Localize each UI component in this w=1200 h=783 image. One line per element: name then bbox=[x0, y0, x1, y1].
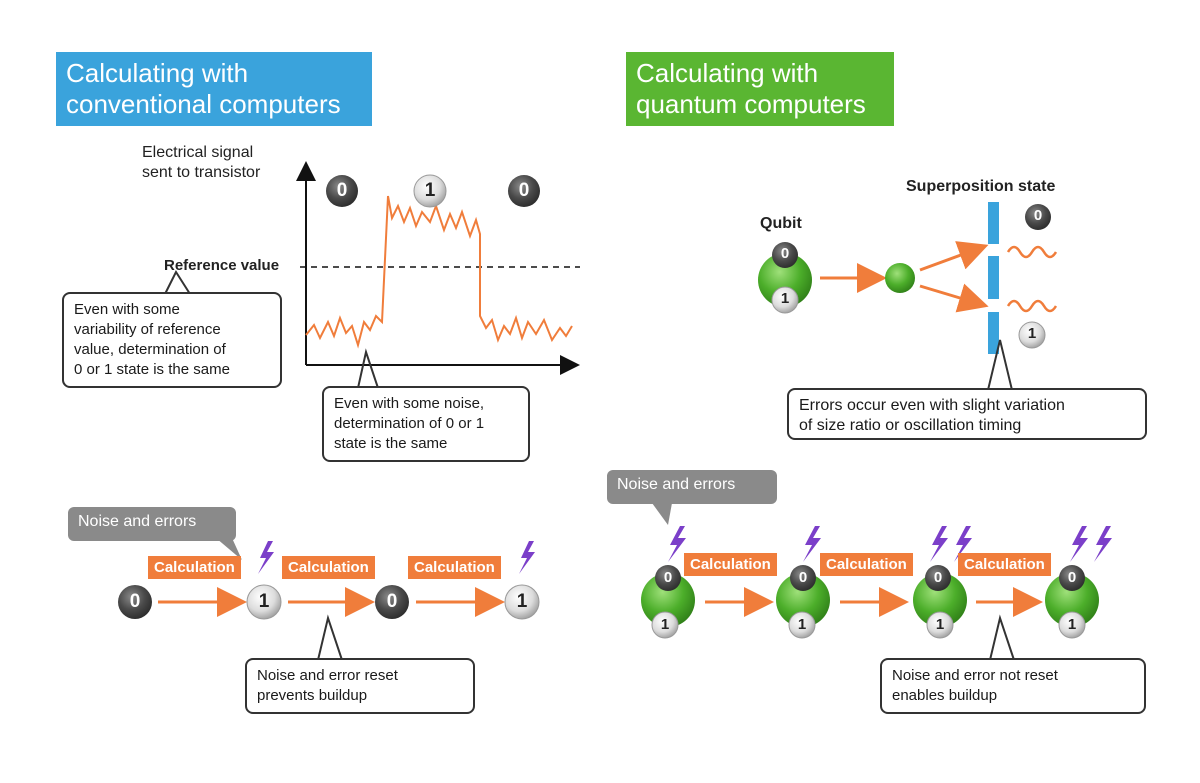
callout-noise-line3: state is the same bbox=[334, 435, 448, 452]
lightning-icon bbox=[803, 526, 821, 562]
superposition-title: Superposition state bbox=[906, 178, 1056, 195]
callout-reference: Even with some variability of reference … bbox=[62, 292, 282, 388]
chain-qubit-4-1: 1 bbox=[1067, 616, 1077, 633]
qubit-bit-1-label: 1 bbox=[780, 290, 790, 307]
chain-qubit-1-1: 1 bbox=[660, 616, 670, 633]
lightning-icon bbox=[1094, 526, 1112, 562]
quantum-header-line2: quantum computers bbox=[636, 89, 866, 119]
chain-qubit-4 bbox=[1045, 565, 1099, 639]
y-axis-label-line1: Electrical signal bbox=[142, 144, 254, 161]
top-bit-1 bbox=[413, 174, 447, 208]
top-bit-0a bbox=[326, 175, 358, 207]
callout-errors-line1: Errors occur even with slight variation bbox=[799, 397, 1065, 414]
chain-bit-1a bbox=[246, 584, 282, 620]
top-bit-0b-label: 0 bbox=[518, 180, 530, 201]
callout-noise-line1: Even with some noise, bbox=[334, 395, 485, 412]
chain-bit-0a-label: 0 bbox=[129, 591, 141, 612]
noise-errors-tag-right: Noise and errors bbox=[607, 470, 777, 504]
signal-waveform bbox=[305, 195, 573, 349]
chain-qubit-4-0: 0 bbox=[1067, 569, 1077, 586]
sup-bit-1 bbox=[1018, 321, 1046, 349]
top-bit-0b bbox=[508, 175, 540, 207]
quantum-header-line1: Calculating with bbox=[636, 58, 819, 88]
callout-errors-line2: of size ratio or oscillation timing bbox=[799, 417, 1022, 434]
callout-reference-line3: value, determination of bbox=[74, 341, 226, 358]
noise-errors-tag-left: Noise and errors bbox=[68, 507, 236, 541]
barrier-mid bbox=[988, 256, 999, 299]
chain-bit-1b bbox=[504, 584, 540, 620]
chain-qubit-2 bbox=[776, 565, 830, 639]
callout-noise-line2: determination of 0 or 1 bbox=[334, 415, 485, 432]
lightning-icon bbox=[668, 526, 686, 562]
chain-qubit-2-0: 0 bbox=[798, 569, 808, 586]
top-bit-1-label: 1 bbox=[424, 180, 436, 201]
reference-value-label: Reference value bbox=[164, 257, 280, 274]
y-axis-label: Electrical signal sent to transistor bbox=[142, 143, 260, 183]
conventional-header-line1: Calculating with bbox=[66, 58, 249, 88]
lightning-icon bbox=[519, 541, 535, 574]
calculation-label: Calculation bbox=[820, 553, 913, 576]
calculation-label: Calculation bbox=[684, 553, 777, 576]
chain-qubit-1 bbox=[641, 565, 695, 639]
conventional-header-line2: conventional computers bbox=[66, 89, 341, 119]
callout-errors: Errors occur even with slight variation … bbox=[787, 388, 1147, 440]
calculation-label: Calculation bbox=[958, 553, 1051, 576]
calculation-label: Calculation bbox=[148, 556, 241, 579]
lightning-icon bbox=[930, 526, 948, 562]
qubit-sphere bbox=[758, 242, 812, 314]
callout-reset: Noise and error reset prevents buildup bbox=[245, 658, 475, 714]
sup-bit-0-label: 0 bbox=[1033, 207, 1043, 224]
callout-buildup: Noise and error not reset enables buildu… bbox=[880, 658, 1146, 714]
chain-bit-0b-label: 0 bbox=[386, 591, 398, 612]
chain-qubit-2-1: 1 bbox=[797, 616, 807, 633]
chain-bit-0a bbox=[118, 585, 152, 619]
top-bit-0a-label: 0 bbox=[336, 180, 348, 201]
conventional-header: Calculating with conventional computers bbox=[56, 52, 372, 126]
callout-buildup-line1: Noise and error not reset bbox=[892, 667, 1058, 684]
chain-qubit-1-0: 0 bbox=[663, 569, 673, 586]
qubit-bit-0-label: 0 bbox=[780, 245, 790, 262]
chain-bit-1a-label: 1 bbox=[258, 591, 270, 612]
callout-noise-pointer bbox=[357, 348, 379, 389]
chain-bit-1b-label: 1 bbox=[516, 591, 528, 612]
callout-reference-line4: 0 or 1 state is the same bbox=[74, 361, 230, 378]
callout-reset-line1: Noise and error reset bbox=[257, 667, 398, 684]
sup-bit-1-label: 1 bbox=[1027, 325, 1037, 342]
barrier-top bbox=[988, 202, 999, 244]
callout-noise: Even with some noise, determination of 0… bbox=[322, 386, 530, 462]
chain-qubit-3-1: 1 bbox=[935, 616, 945, 633]
chain-bit-0b bbox=[375, 585, 409, 619]
y-axis-label-line2: sent to transistor bbox=[142, 164, 261, 181]
wave-bottom bbox=[1006, 299, 1058, 313]
barrier-bot bbox=[988, 312, 999, 354]
qubit-title: Qubit bbox=[760, 215, 802, 232]
calculation-label: Calculation bbox=[408, 556, 501, 579]
superposition-ball bbox=[885, 263, 915, 293]
sup-bit-0 bbox=[1025, 204, 1051, 230]
callout-reference-line2: variability of reference bbox=[74, 321, 221, 338]
wave-top bbox=[1006, 245, 1058, 259]
lightning-icon bbox=[954, 526, 972, 562]
callout-buildup-line2: enables buildup bbox=[892, 687, 998, 704]
chain-qubit-3 bbox=[913, 565, 967, 639]
calculation-label: Calculation bbox=[282, 556, 375, 579]
callout-reference-line1: Even with some bbox=[74, 301, 180, 318]
lightning-icon bbox=[258, 541, 274, 574]
lightning-icon bbox=[1070, 526, 1088, 562]
callout-reset-line2: prevents buildup bbox=[257, 687, 368, 704]
quantum-header: Calculating with quantum computers bbox=[626, 52, 894, 126]
chain-qubit-3-0: 0 bbox=[933, 569, 943, 586]
callout-reference-pointer bbox=[164, 269, 191, 295]
